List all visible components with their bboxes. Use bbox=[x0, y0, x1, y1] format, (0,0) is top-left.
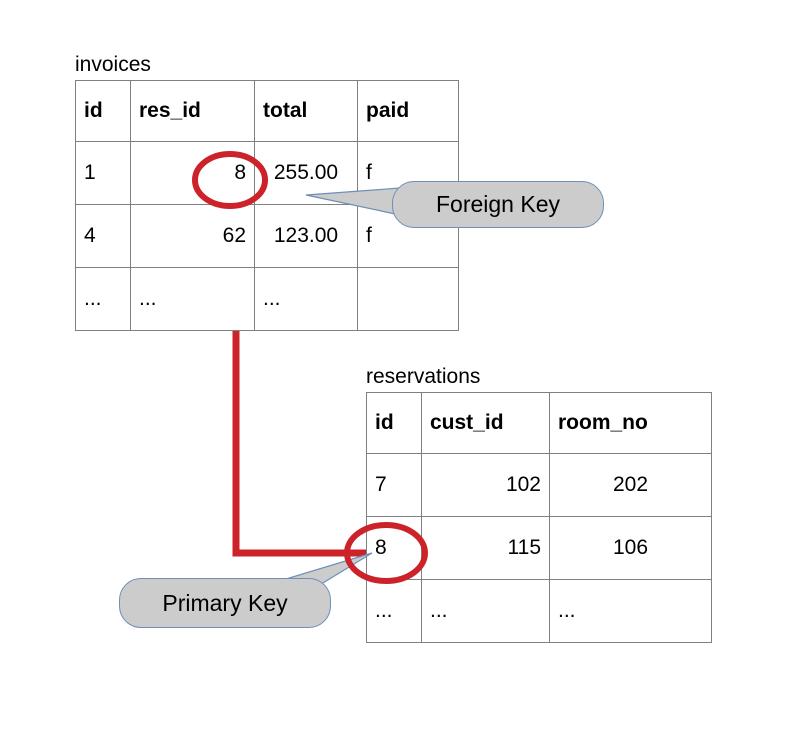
column-header-res-id: res_id bbox=[130, 80, 255, 142]
table-header-row: id cust_id room_no bbox=[366, 392, 712, 454]
callout-foreign-key: Foreign Key bbox=[392, 181, 604, 228]
column-header-cust-id: cust_id bbox=[421, 392, 550, 454]
cell-cust-id: 102 bbox=[421, 453, 550, 517]
table-header-row: id res_id total paid bbox=[75, 80, 459, 142]
table-caption-reservations: reservations bbox=[366, 365, 481, 388]
callout-foreign-key-label: Foreign Key bbox=[435, 191, 560, 217]
cell-res-id: ... bbox=[130, 267, 255, 331]
reservations-grid: id cust_id room_no 7 102 202 8 115 106 .… bbox=[366, 392, 712, 643]
column-header-room-no: room_no bbox=[549, 392, 712, 454]
cell-res-id: 8 bbox=[130, 141, 255, 205]
cell-id: 8 bbox=[366, 516, 422, 580]
cell-paid bbox=[357, 267, 459, 331]
callout-primary-key: Primary Key bbox=[119, 578, 331, 628]
table-row: ... ... ... bbox=[75, 267, 459, 331]
cell-cust-id: ... bbox=[421, 579, 550, 643]
cell-res-id: 62 bbox=[130, 204, 255, 268]
table-row: 8 115 106 bbox=[366, 516, 712, 580]
table-row: 7 102 202 bbox=[366, 453, 712, 517]
cell-id: 7 bbox=[366, 453, 422, 517]
table-row: ... ... ... bbox=[366, 579, 712, 643]
cell-total: ... bbox=[254, 267, 358, 331]
column-header-paid: paid bbox=[357, 80, 459, 142]
column-header-total: total bbox=[254, 80, 358, 142]
table-reservations: reservations id cust_id room_no 7 102 20… bbox=[366, 364, 712, 643]
cell-total: 255.00 bbox=[254, 141, 358, 205]
cell-id: 4 bbox=[75, 204, 131, 268]
cell-room-no: ... bbox=[549, 579, 712, 643]
cell-total: 123.00 bbox=[254, 204, 358, 268]
cell-id: ... bbox=[366, 579, 422, 643]
cell-id: ... bbox=[75, 267, 131, 331]
cell-room-no: 202 bbox=[549, 453, 712, 517]
column-header-id: id bbox=[366, 392, 422, 454]
cell-id: 1 bbox=[75, 141, 131, 205]
cell-cust-id: 115 bbox=[421, 516, 550, 580]
cell-room-no: 106 bbox=[549, 516, 712, 580]
table-caption-invoices: invoices bbox=[75, 53, 151, 76]
callout-primary-key-label: Primary Key bbox=[162, 589, 288, 616]
column-header-id: id bbox=[75, 80, 131, 142]
